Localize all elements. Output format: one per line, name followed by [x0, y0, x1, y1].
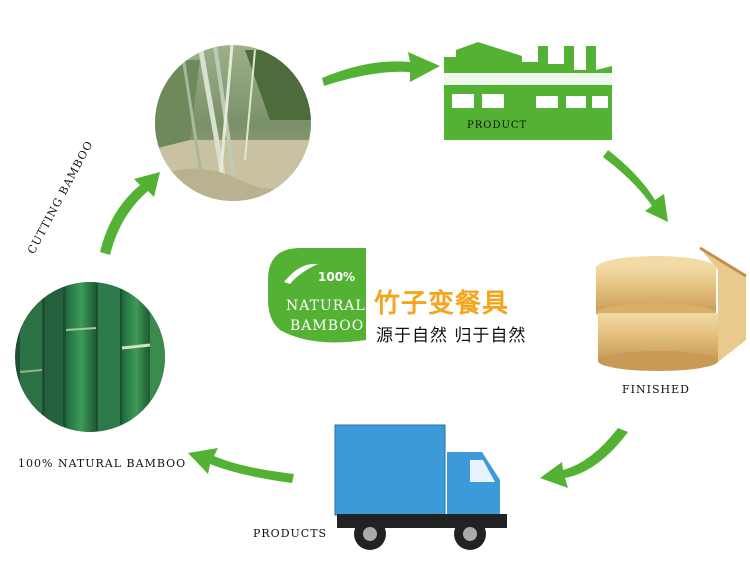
natural-bamboo-badge — [268, 248, 366, 343]
transport-label: PRODUCTS — [253, 527, 328, 540]
steamer-image — [596, 246, 747, 371]
badge-line2: BAMBOO — [290, 318, 365, 334]
natural-bamboo-label: 100% NATURAL BAMBOO — [18, 457, 187, 470]
factory-label: PRODUCT — [467, 120, 528, 131]
badge-line1: NATURAL — [286, 298, 366, 314]
badge-percent: 100% — [318, 270, 356, 284]
finished-label: FINISHED — [622, 383, 690, 396]
slogan-title: 竹子变餐具 — [374, 289, 510, 319]
truck-image — [334, 424, 507, 550]
factory-icon — [444, 42, 612, 140]
flow-arrows — [100, 52, 668, 488]
slogan-subtitle: 源于自然 归于自然 — [376, 326, 527, 346]
